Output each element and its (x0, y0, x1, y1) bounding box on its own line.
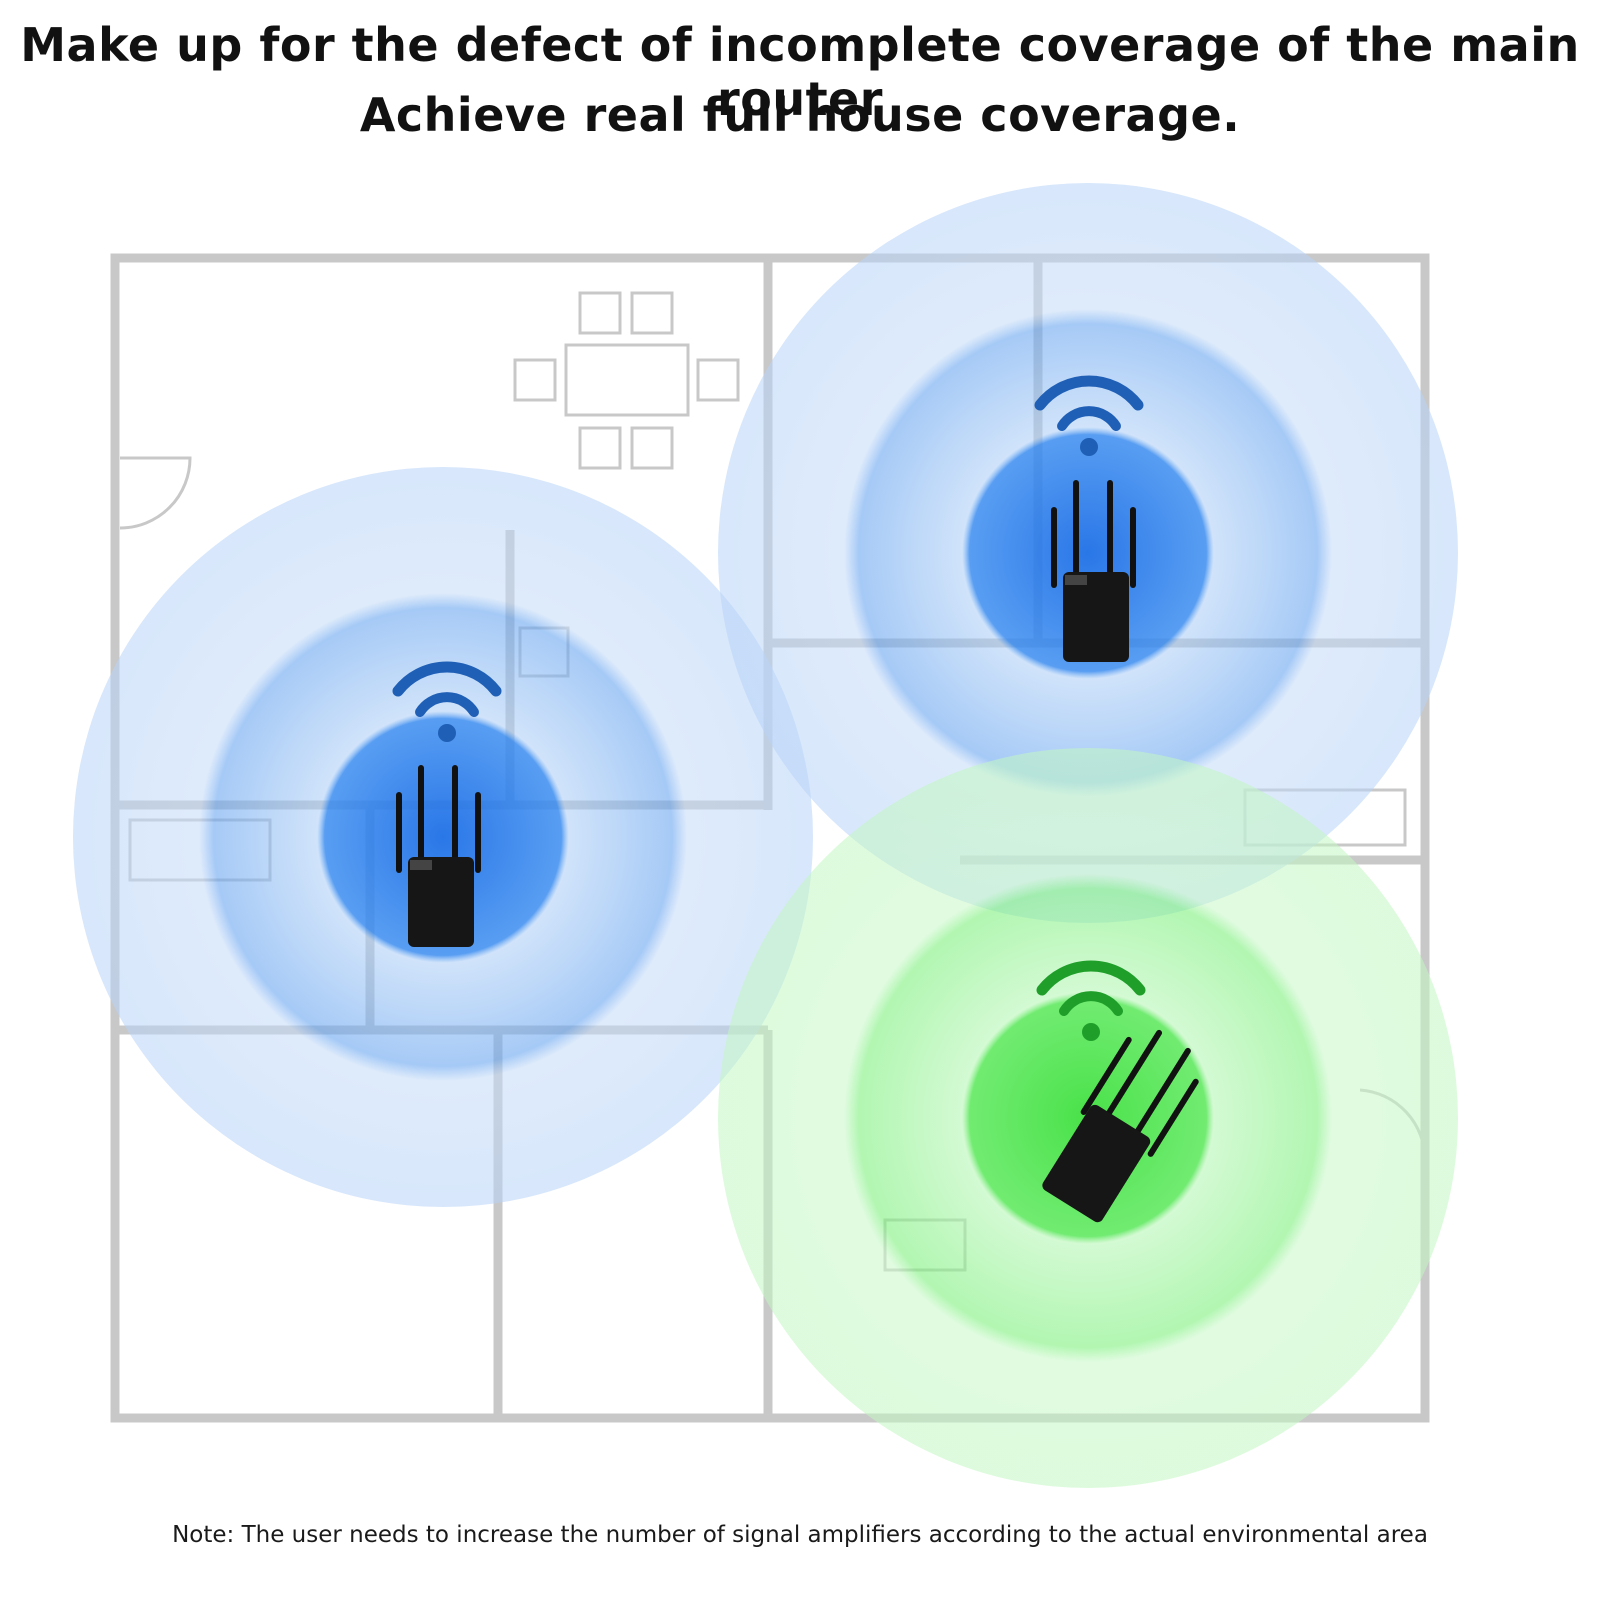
antennas (396, 765, 481, 873)
chair (578, 291, 622, 335)
chair (696, 358, 740, 402)
chair (630, 426, 674, 470)
footnote: Note: The user needs to increase the num… (172, 1522, 1428, 1548)
repeater-body (1042, 1104, 1151, 1223)
chair (513, 358, 557, 402)
wifi-icon (392, 661, 502, 717)
coverage-illustration (73, 183, 1458, 1488)
antennas (1051, 480, 1136, 588)
antennas (1080, 1029, 1199, 1157)
wifi-dot (1082, 1023, 1100, 1041)
left-coverage-circle (73, 467, 813, 1207)
wifi-icon (1036, 960, 1146, 1016)
top-right-coverage-circle (718, 183, 1458, 923)
repeater-body (408, 857, 474, 947)
wifi-dot (438, 724, 456, 742)
left-repeater (392, 661, 502, 947)
headline-line-1: Make up for the defect of incomplete cov… (20, 18, 1580, 126)
chair (630, 291, 674, 335)
top-right-repeater (1034, 375, 1144, 662)
chair (578, 426, 622, 470)
wifi-icon (1034, 375, 1144, 431)
dining-table (564, 343, 690, 417)
door-arc (119, 456, 192, 530)
headline-line-2: Achieve real full house coverage. (359, 88, 1241, 142)
bottom-right-repeater (1036, 960, 1199, 1223)
repeater-body (1063, 572, 1129, 662)
wifi-dot (1080, 438, 1098, 456)
